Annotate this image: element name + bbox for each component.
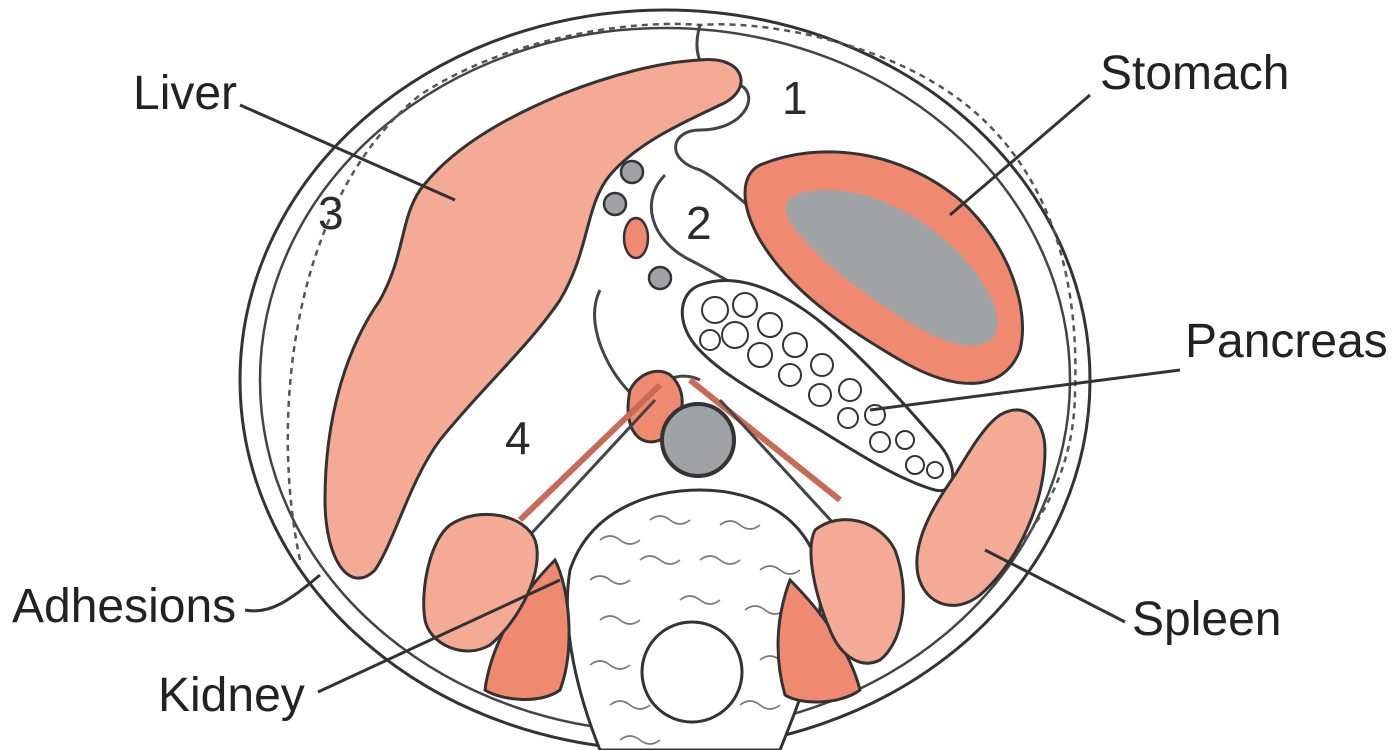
aorta (662, 404, 734, 476)
liver-label: Liver (133, 70, 237, 118)
space-2-label: 2 (686, 200, 712, 246)
space-4-label: 4 (505, 415, 531, 461)
spleen-label: Spleen (1132, 596, 1281, 644)
space-3-label: 3 (318, 190, 344, 236)
portal-vessel-3 (649, 267, 671, 289)
portal-vessel-1 (621, 161, 643, 183)
stomach-label: Stomach (1100, 50, 1289, 98)
space-1-label: 1 (782, 75, 808, 121)
pancreas-label: Pancreas (1185, 318, 1388, 366)
adhesions-label: Adhesions (12, 583, 236, 631)
kidney-label: Kidney (158, 672, 305, 720)
portal-vessel-2 (604, 193, 626, 215)
hepatic-artery (624, 218, 648, 258)
spinal-canal (642, 622, 742, 722)
